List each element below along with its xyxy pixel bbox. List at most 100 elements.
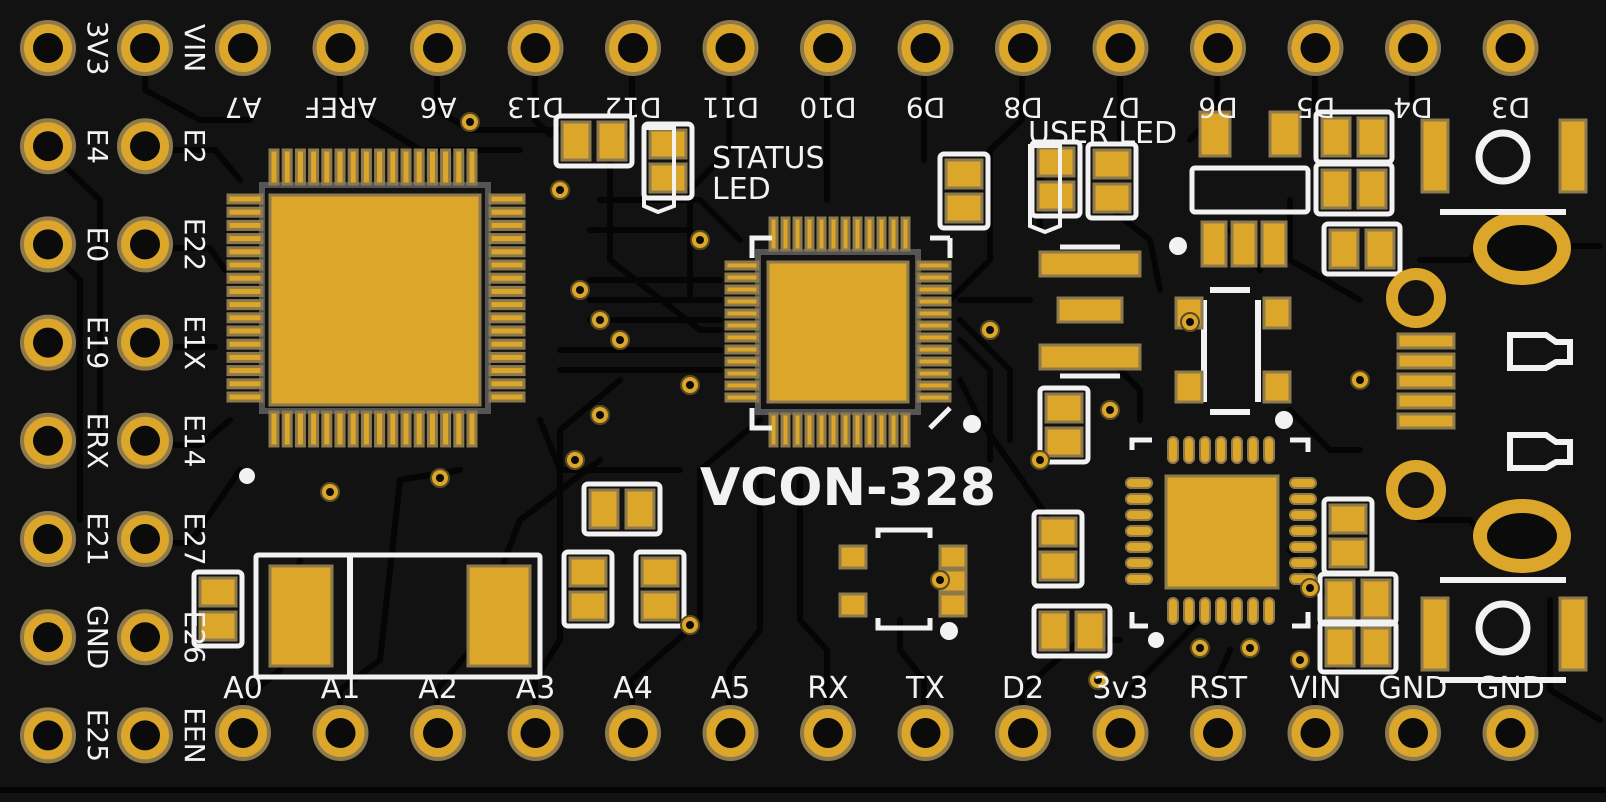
qfp-pin (226, 285, 264, 297)
sot223-outline (1189, 165, 1311, 215)
via-drill (326, 488, 334, 496)
qfp-pin (400, 148, 412, 186)
bottom-pin-label: D2 (1002, 671, 1044, 706)
qfp-pin (413, 410, 425, 448)
top-header-pin-drill (228, 33, 258, 63)
left-inner-pin-drill (130, 425, 160, 456)
bottom-header-pin-drill (520, 718, 551, 748)
top-pin-label: D4 (1393, 91, 1432, 124)
qfp-pin (387, 410, 399, 448)
left-outer-label: E21 (81, 512, 114, 565)
qfp-pin (724, 260, 760, 271)
qfp-pin (374, 148, 386, 186)
qfp-pin (876, 412, 887, 448)
via-drill (936, 576, 944, 584)
bottom-pin-label: A2 (418, 671, 458, 706)
top-header-pin-drill (1203, 33, 1233, 63)
qfp-pin (724, 308, 760, 319)
components (191, 109, 1588, 690)
qfp-pin (281, 410, 293, 448)
bottom-pin-label: A3 (516, 671, 556, 706)
qfp-pin (828, 216, 839, 252)
sot-pad (938, 592, 968, 618)
qfp-pin (488, 285, 526, 297)
qfp-pin (916, 284, 952, 295)
qfp-pin (426, 148, 438, 186)
qfp-pin (916, 260, 952, 271)
passive-outline (937, 151, 991, 231)
passive-pad (1092, 148, 1132, 180)
qfn-pin (1125, 509, 1153, 521)
qfp-pin (440, 410, 452, 448)
bottom-header-pin-drill (1495, 718, 1526, 748)
passive-pad (640, 556, 680, 588)
qfp-pin (488, 312, 526, 324)
passive-pad (1328, 503, 1368, 535)
left-outer-label: ERX (81, 413, 114, 469)
usb-mount (1386, 268, 1446, 328)
left-inner-pin-drill (130, 622, 160, 653)
qfn-pin (1199, 597, 1211, 625)
qfp-pin (916, 332, 952, 343)
left-inner-pin-drill (130, 33, 160, 63)
via-drill (1296, 656, 1304, 664)
qfn-pin1-dot (1148, 632, 1164, 648)
passive-pad (1036, 180, 1076, 212)
sot-outline (875, 527, 933, 631)
top-pin-label: D10 (799, 91, 856, 124)
passive-pad (596, 120, 628, 162)
top-header-pin-drill (1300, 33, 1331, 63)
button-pad (1558, 596, 1588, 672)
user-led-label: USER LED (1028, 116, 1177, 151)
qfp-pin (347, 148, 359, 186)
qfp-pin (294, 410, 306, 448)
top-header-pin-drill (325, 33, 356, 63)
qfp-pin (466, 148, 478, 186)
qfn-pin (1289, 541, 1317, 553)
qfp-pin (226, 351, 264, 363)
qfp-pin (321, 148, 333, 186)
qfp-pin (804, 216, 815, 252)
bottom-header-pin-drill (910, 718, 941, 748)
qfp-pin (308, 410, 320, 448)
qfp-pin (226, 312, 264, 324)
qfp-pin (488, 206, 526, 218)
via-drill (556, 186, 564, 194)
qfn-pin (1183, 597, 1195, 625)
passive-outline (1321, 221, 1403, 277)
usb-pad (1396, 392, 1456, 410)
qfp-pin (488, 325, 526, 337)
top-pin-label: D5 (1296, 91, 1335, 124)
qfp-pin (864, 412, 875, 448)
via-drill (1106, 406, 1114, 414)
left-outer-pin-drill (33, 327, 63, 358)
qfp-pin (226, 299, 264, 311)
qfp-pin (308, 148, 320, 186)
bottom-pin-label: A5 (711, 671, 751, 706)
qfp-pin (792, 412, 803, 448)
bottom-header-pin-drill (715, 718, 746, 748)
bottom-pin-label: GND (1476, 671, 1545, 706)
qfp-pin (226, 378, 264, 390)
qfp-pin (413, 148, 425, 186)
passive-outline (1031, 603, 1113, 659)
left-outer-label: GND (81, 605, 114, 669)
button-pad (1420, 118, 1450, 194)
passive-outline (633, 549, 687, 629)
bottom-header-pin-drill (1105, 718, 1136, 748)
status-led-outline (642, 126, 676, 215)
usb-pad (1396, 352, 1456, 370)
bottom-pin-label: VIN (1290, 671, 1342, 706)
qfn-pin (1263, 597, 1275, 625)
qfn-pin (1125, 525, 1153, 537)
left-inner-label: VIN (178, 24, 211, 72)
qfn-pin (1247, 436, 1259, 464)
usb-pad (1396, 332, 1456, 350)
qfn-pin (1231, 597, 1243, 625)
qfp-pin (804, 412, 815, 448)
passive-outline (1317, 619, 1399, 675)
left-inner-pin-drill (130, 229, 160, 260)
usb-outline (1507, 332, 1573, 371)
qfp-pin (724, 392, 760, 403)
qfn-pin (1125, 557, 1153, 569)
